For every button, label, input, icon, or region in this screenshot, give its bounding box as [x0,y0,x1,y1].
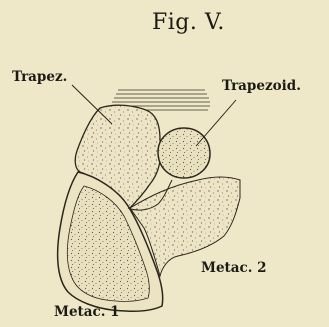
trapezoid-bone [158,128,210,178]
label-trapezium: Trapez. [12,71,67,85]
label-metacarpal-1: Metac. 1 [54,306,120,320]
label-trapezoid: Trapezoid. [222,80,301,94]
label-metacarpal-2: Metac. 2 [201,262,267,276]
trapezoid-leader-line [196,100,236,146]
figure-title: Fig. V. [152,12,225,34]
